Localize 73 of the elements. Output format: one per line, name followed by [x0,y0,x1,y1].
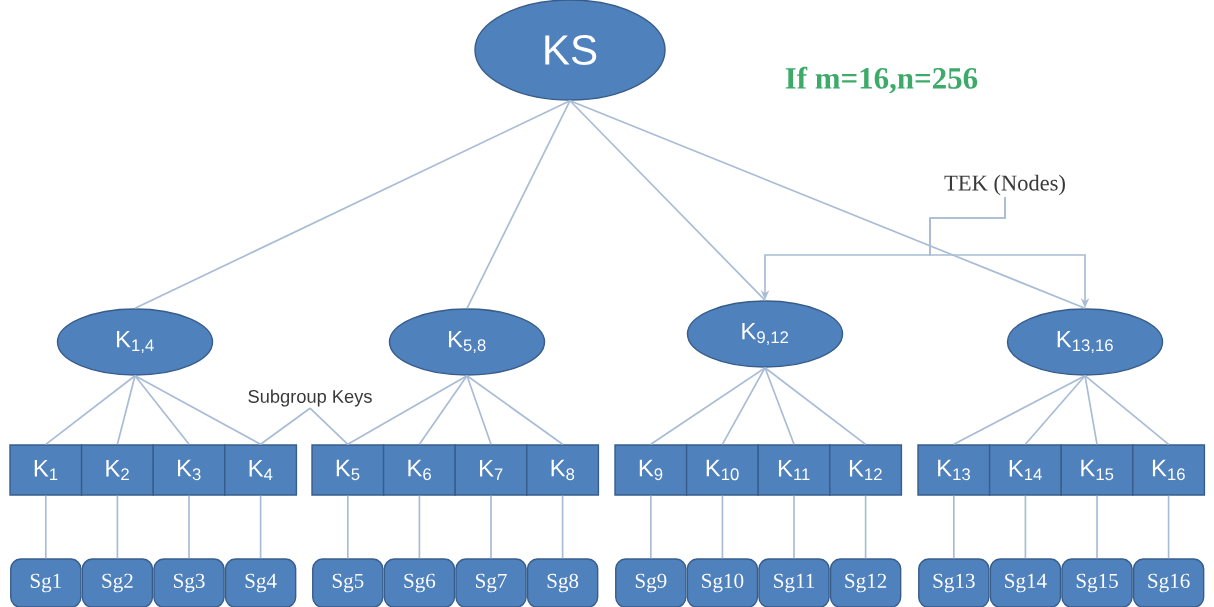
subgroup-box: Sg5 [312,558,384,607]
key-cell: K$_{6}$ [382,444,456,496]
key-cell: K$_{13}$ [917,444,991,496]
connector-line [188,494,190,560]
connector-line [1084,374,1170,446]
connector-line [721,494,724,560]
subgroup-box: Sg12 [829,558,902,607]
connector-line [1084,374,1098,446]
subgroup-box: Sg9 [615,558,687,607]
key-cell: K$_{4}$ [224,444,298,496]
key-cell: K$_{2}$ [80,444,154,496]
connector-line [764,366,795,446]
connector-line [569,99,766,302]
key-cell: K$_{1}$ [9,444,83,496]
key-cell: K$_{10}$ [685,444,759,496]
key-cell: K$_{16}$ [1132,444,1206,496]
connector-line [1096,494,1098,560]
connector-line [116,374,136,446]
connector-line [466,374,564,446]
connector-line [259,494,262,560]
key-cell: K$_{9}$ [614,444,688,496]
leader-line [309,407,349,446]
subgroup-box: Sg3 [153,558,225,607]
note-text: If m=16,n=256 [785,66,978,94]
key-cell: K$_{14}$ [988,444,1062,496]
subgroup-box: Sg13 [918,558,990,607]
connector-line [1024,494,1027,560]
subgroup-box: Sg15 [1061,558,1133,607]
connector-line [466,374,492,446]
key-cell: K$_{12}$ [829,444,903,496]
connector-line [649,366,766,446]
subgroup-box: Sg7 [455,558,527,607]
subgroup-box: Sg10 [686,558,759,607]
connector-line [44,494,47,560]
connector-line [952,374,1086,446]
subgroup-box: Sg6 [383,558,456,607]
subgroup-box: Sg4 [224,558,297,607]
connector-line [116,494,119,560]
connector-line [346,374,468,446]
connector-line [466,99,571,310]
connector-line [490,494,492,560]
connector-line [764,366,867,446]
connector-line [418,374,468,446]
connector-line [1167,494,1170,560]
connector-line [649,494,652,560]
subgroup-box: Sg1 [10,558,82,607]
connector-line [569,99,1086,310]
connector-line [134,374,190,446]
key-cell: K$_{7}$ [454,444,528,496]
key-cell: K$_{8}$ [526,444,600,496]
connector-line [864,494,867,560]
subgroup-box: Sg2 [81,558,154,607]
leader-line [259,407,311,446]
key-cell: K$_{11}$ [757,444,831,496]
key-cell: K$_{5}$ [311,444,385,496]
subgroup-box: Sg8 [526,558,599,607]
annotation-text: Subgroup Keys [248,389,372,407]
connector-line [44,374,136,446]
subgroup-box: Sg16 [1132,558,1205,607]
connector-line [1024,374,1086,446]
connector-line [561,494,564,560]
connector-line [418,494,421,560]
key-cell: K$_{15}$ [1060,444,1134,496]
connector-line [346,494,349,560]
connector-line [952,494,955,560]
connector-line [793,494,795,560]
connector-line [721,366,766,446]
key-cell: K$_{3}$ [152,444,226,496]
annotation-text: TEK (Nodes) [944,174,1065,196]
subgroup-box: Sg14 [989,558,1062,607]
connector-line [134,99,571,310]
connector-line [134,374,262,446]
subgroup-box: Sg11 [758,558,830,607]
